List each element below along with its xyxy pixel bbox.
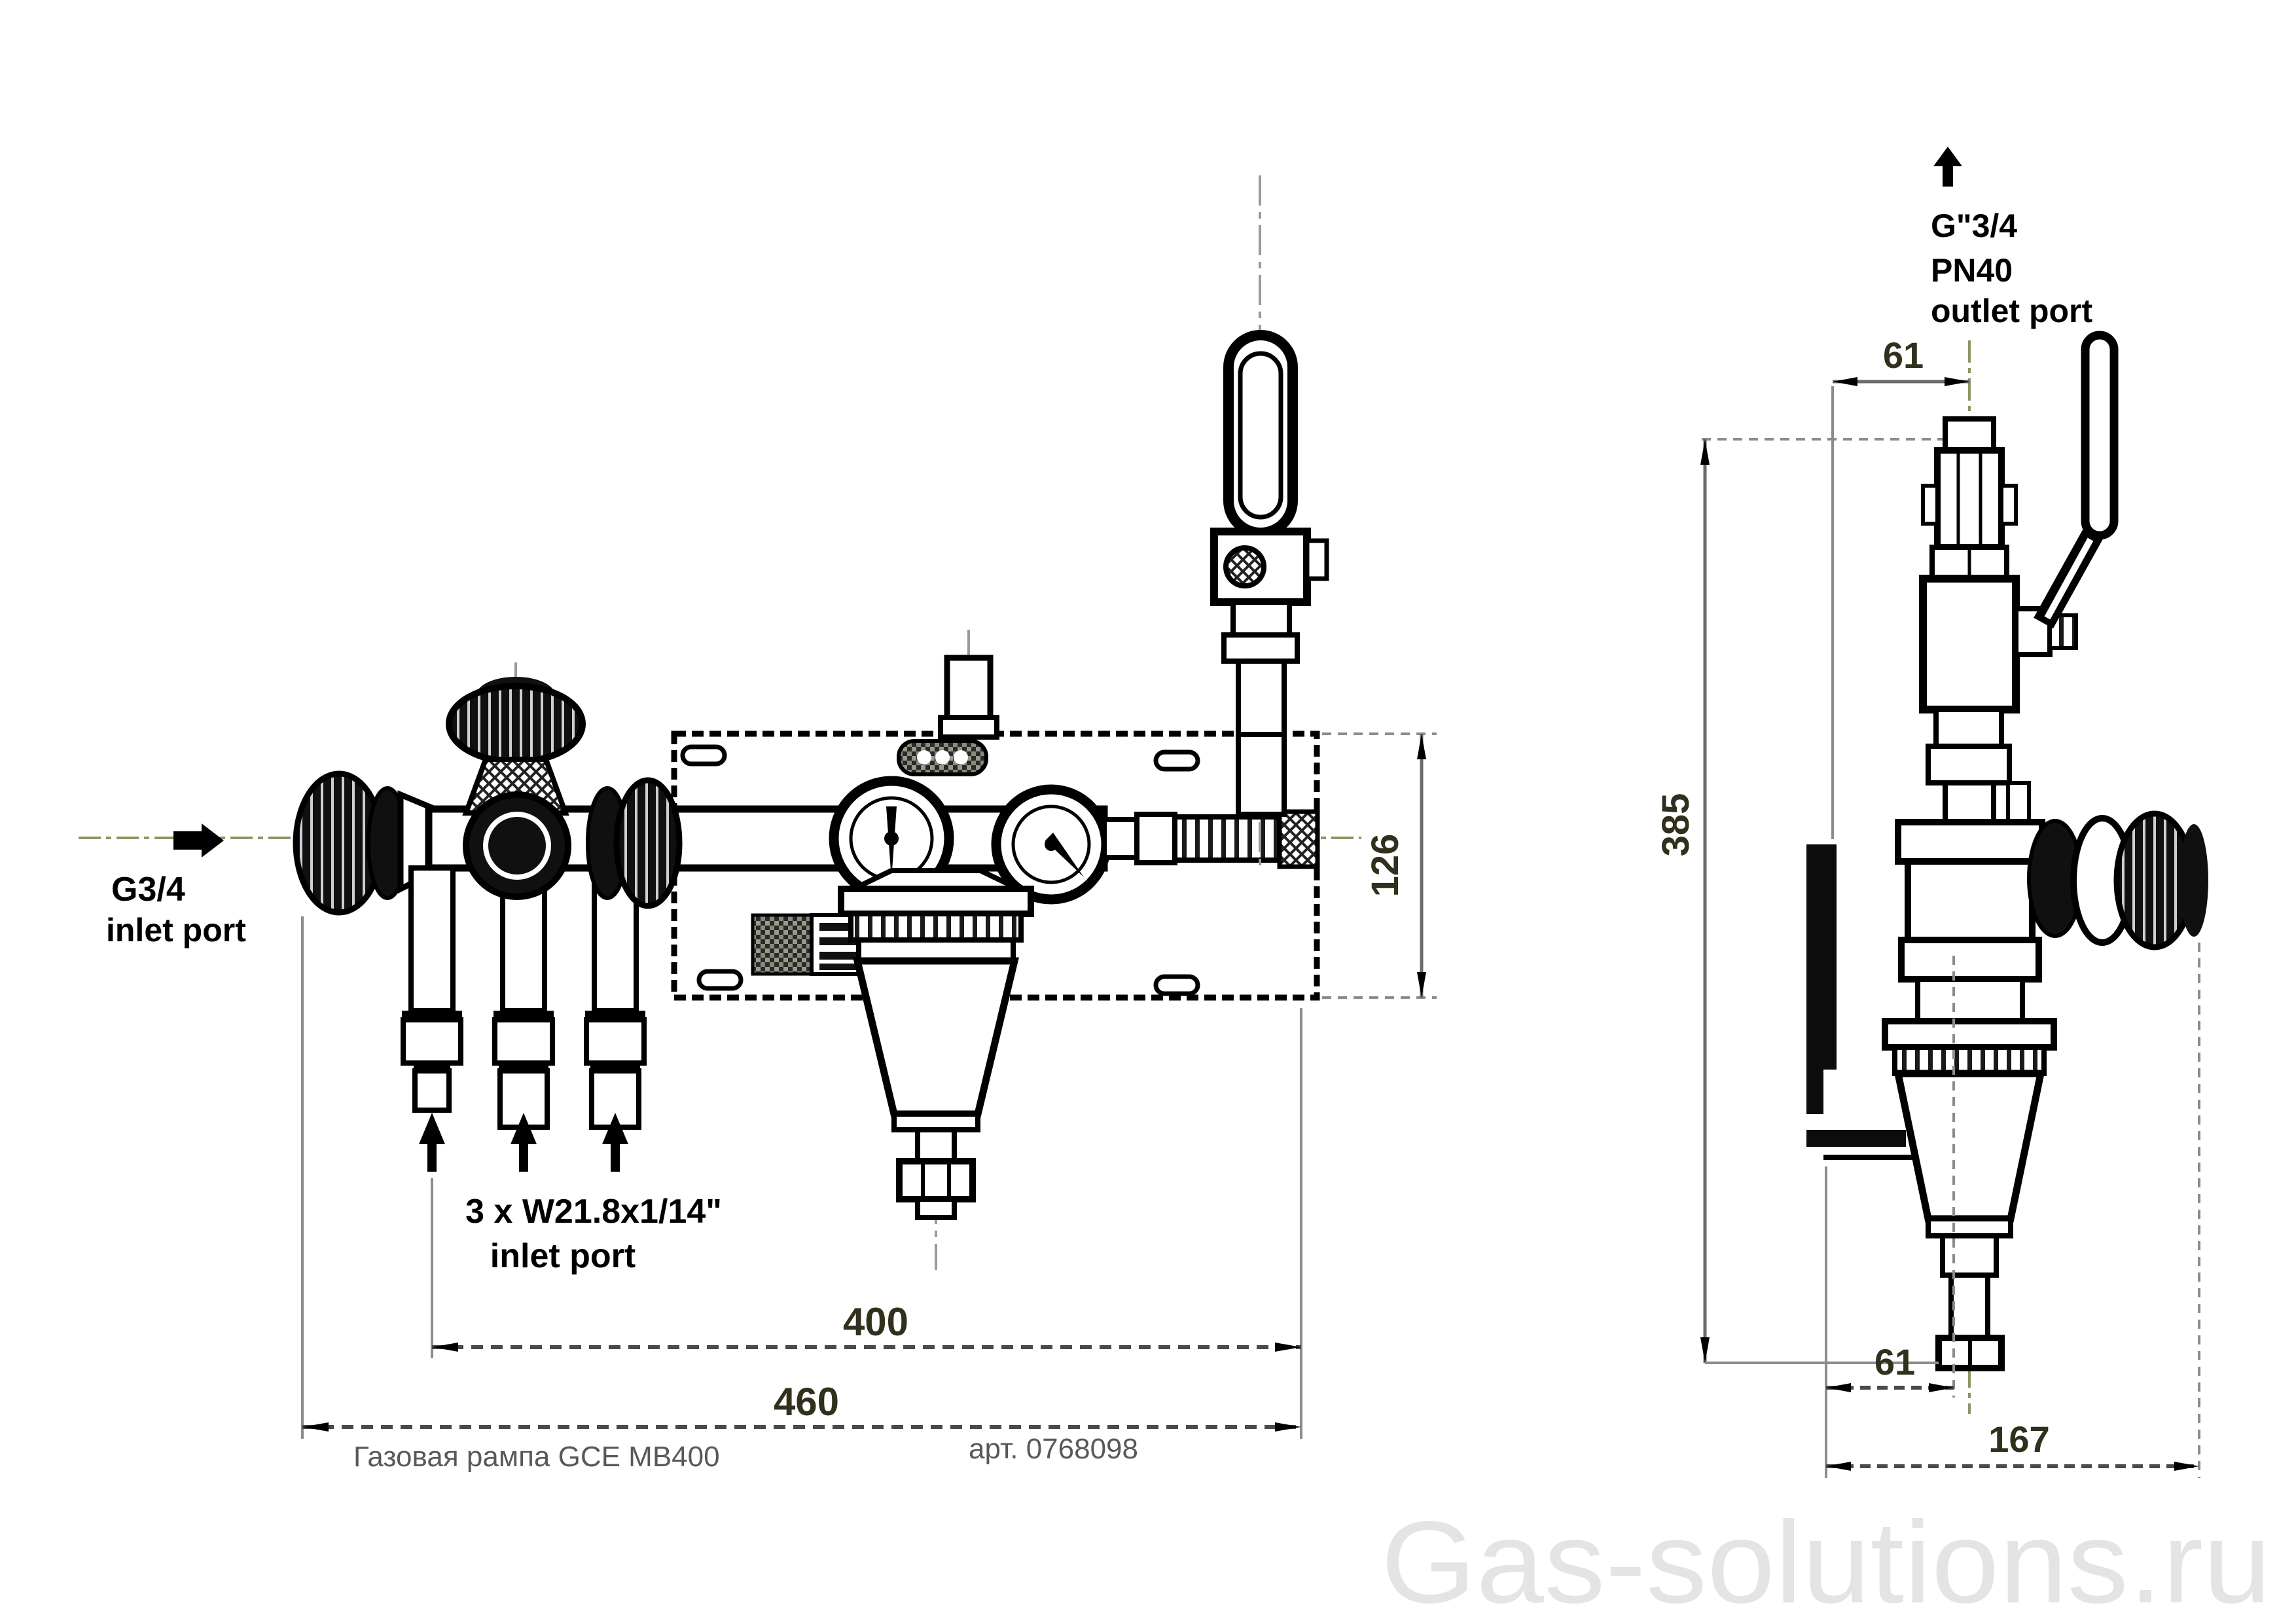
- plate-slot-bottom-right: [1153, 974, 1200, 996]
- article-number: арт. 0768098: [969, 1433, 1138, 1465]
- dim-61-top-label: 61: [1883, 334, 1924, 376]
- dim-top-offset: 61: [1831, 334, 1969, 839]
- outlet-port-label: outlet port: [1931, 293, 2093, 329]
- inlet-port-label-size: G3/4: [111, 871, 185, 909]
- inlet-arrow-icon: [602, 1113, 628, 1172]
- dim-126-label: 126: [1364, 834, 1407, 897]
- dim-overall-depth: 167: [1826, 943, 2200, 1478]
- dim-385-label: 385: [1655, 793, 1697, 857]
- center-valve: [446, 662, 586, 900]
- outlet-port-pressure-label: PN40: [1931, 252, 2013, 289]
- drawing-caption: Газовая рампа GCE MB400: [353, 1441, 720, 1473]
- mounting-bracket-side: [1806, 844, 1960, 1160]
- inlet-valve-2: [492, 865, 555, 1130]
- outlet-valve-lever: [2081, 331, 2119, 540]
- plate-slot-top-left: [680, 744, 727, 767]
- outlet-section: [1102, 809, 1320, 869]
- front-view: G3/4 inlet port: [79, 175, 1437, 1439]
- plate-slot-bottom-left: [696, 969, 744, 991]
- dim-bottom-offset: 61: [1825, 956, 1955, 1478]
- filter-assembly-side: [1882, 1018, 2057, 1371]
- inlet-valve-3: [584, 865, 647, 1130]
- inlet-arrow-icon: [511, 1113, 537, 1172]
- handwheel-icon: [446, 683, 586, 765]
- inlet-arrow-icon: [419, 1113, 445, 1172]
- outlet-port-callout: G"3/4 PN40 outlet port: [1931, 147, 2093, 329]
- dim-overall-width: 460: [301, 916, 1302, 1439]
- dim-overall-height: 385: [1655, 439, 1939, 1364]
- filter-assembly: [838, 868, 1034, 1276]
- outlet-flow-arrow-icon: [1933, 147, 1962, 187]
- side-view: G"3/4 PN40 outlet port 61: [1655, 147, 2208, 1478]
- cylinder-inlet-callout: 3 x W21.8x1/14" inlet port: [419, 1113, 722, 1275]
- inlet-port-callout: G3/4 inlet port: [106, 823, 246, 948]
- dim-plate-height: 126: [1322, 732, 1437, 999]
- dim-61-bottom-label: 61: [1874, 1341, 1915, 1382]
- relief-valve-column: [1210, 175, 1329, 871]
- cylinder-inlet-size-label: 3 x W21.8x1/14": [465, 1193, 722, 1231]
- plate-slot-top-right: [1153, 749, 1200, 772]
- right-coupling: [586, 777, 683, 909]
- dim-460-label: 460: [774, 1380, 839, 1424]
- dim-ports-width: 400: [431, 1008, 1302, 1358]
- cylinder-inlet-port-label: inlet port: [490, 1237, 636, 1275]
- regulator-side: [1895, 781, 2208, 1024]
- inlet-valve-1: [401, 865, 463, 1113]
- inlet-port-label-text: inlet port: [106, 912, 246, 948]
- dim-400-label: 400: [843, 1300, 908, 1344]
- site-watermark: Gas-solutions.ru: [1381, 1497, 2271, 1624]
- gce-logo-badge: [897, 739, 988, 776]
- gauge-low-pressure: [991, 784, 1111, 905]
- outlet-port-size-label: G"3/4: [1931, 208, 2017, 244]
- dim-167-label: 167: [1988, 1418, 2049, 1460]
- outlet-valve-side: [1919, 331, 2119, 826]
- regulator-bonnet: [938, 630, 999, 740]
- inlet-flow-arrow-icon: [173, 823, 224, 857]
